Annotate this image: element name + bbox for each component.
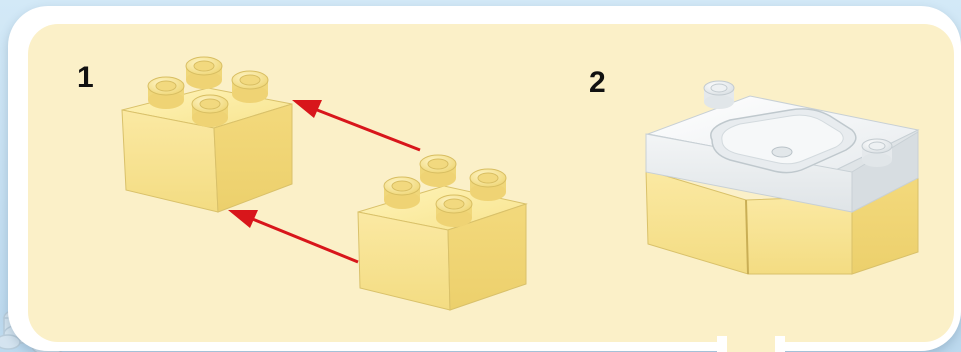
red-arrow-bottom (228, 210, 359, 264)
yellow-brick-moving (357, 154, 528, 311)
panel-connector-tab (717, 336, 785, 352)
step-number-2: 2 (589, 66, 606, 99)
brick-studs (147, 56, 269, 127)
white-sink-brick (645, 80, 920, 213)
sink-stud (861, 138, 893, 167)
yellow-base-bricks (645, 169, 919, 275)
sink-assembly (645, 80, 920, 275)
step-number-1: 1 (77, 61, 94, 94)
red-arrow-top (292, 100, 421, 152)
yellow-brick-target (121, 56, 293, 213)
brick-studs (383, 154, 507, 227)
sink-stud (703, 80, 735, 109)
